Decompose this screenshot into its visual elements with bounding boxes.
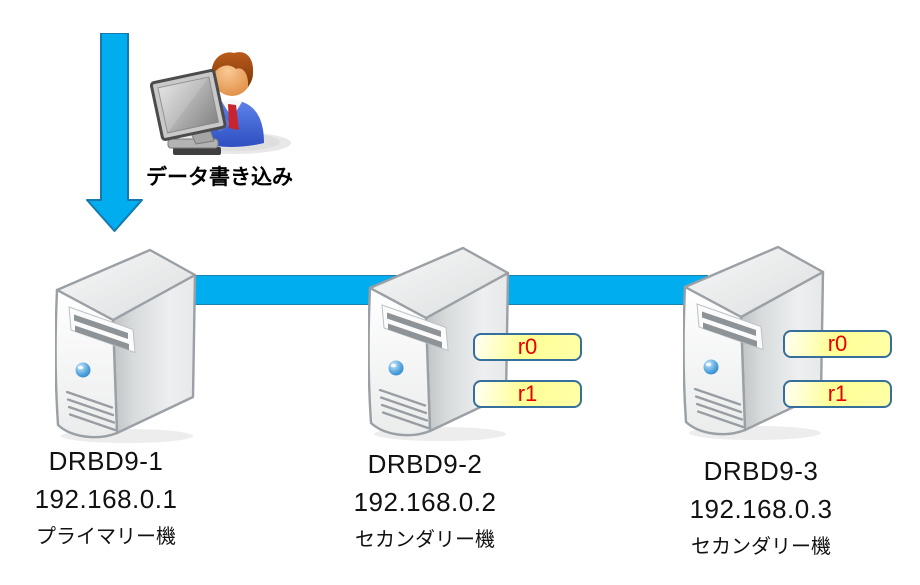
- server-role: セカンダリー機: [355, 529, 495, 551]
- resource-label: r1: [517, 381, 538, 406]
- server-role: プライマリー機: [36, 526, 176, 548]
- user-at-computer-icon: [150, 52, 291, 155]
- server-caption-drbd9-2: DRBD9-2 192.168.0.2 セカンダリー機: [325, 445, 525, 559]
- resource-label: r1: [827, 381, 848, 406]
- resource-box-r0-drbd9-2: r0: [473, 333, 582, 361]
- server-caption-drbd9-3: DRBD9-3 192.168.0.3 セカンダリー機: [661, 452, 861, 566]
- resource-box-r1-drbd9-2: r1: [473, 380, 582, 408]
- write-label: データ書き込み: [146, 166, 293, 189]
- resource-label: r0: [517, 334, 538, 359]
- resource-box-r1-drbd9-3: r1: [783, 380, 892, 408]
- monitor: [150, 69, 227, 155]
- server-caption-drbd9-1: DRBD9-1 192.168.0.1 プライマリー機: [6, 442, 206, 556]
- server-icon-drbd9-1: [55, 248, 197, 445]
- server-name: DRBD9-3: [703, 456, 819, 486]
- resource-box-r0-drbd9-3: r0: [783, 330, 892, 358]
- resource-label: r0: [827, 331, 848, 356]
- server-name: DRBD9-1: [48, 446, 164, 476]
- server-ip: 192.168.0.2: [353, 487, 497, 517]
- server-name: DRBD9-2: [367, 449, 483, 479]
- server-ip: 192.168.0.3: [689, 494, 833, 524]
- server-role: セカンダリー機: [691, 536, 831, 558]
- down-arrow-icon: [86, 33, 143, 232]
- server-ip: 192.168.0.1: [34, 484, 178, 514]
